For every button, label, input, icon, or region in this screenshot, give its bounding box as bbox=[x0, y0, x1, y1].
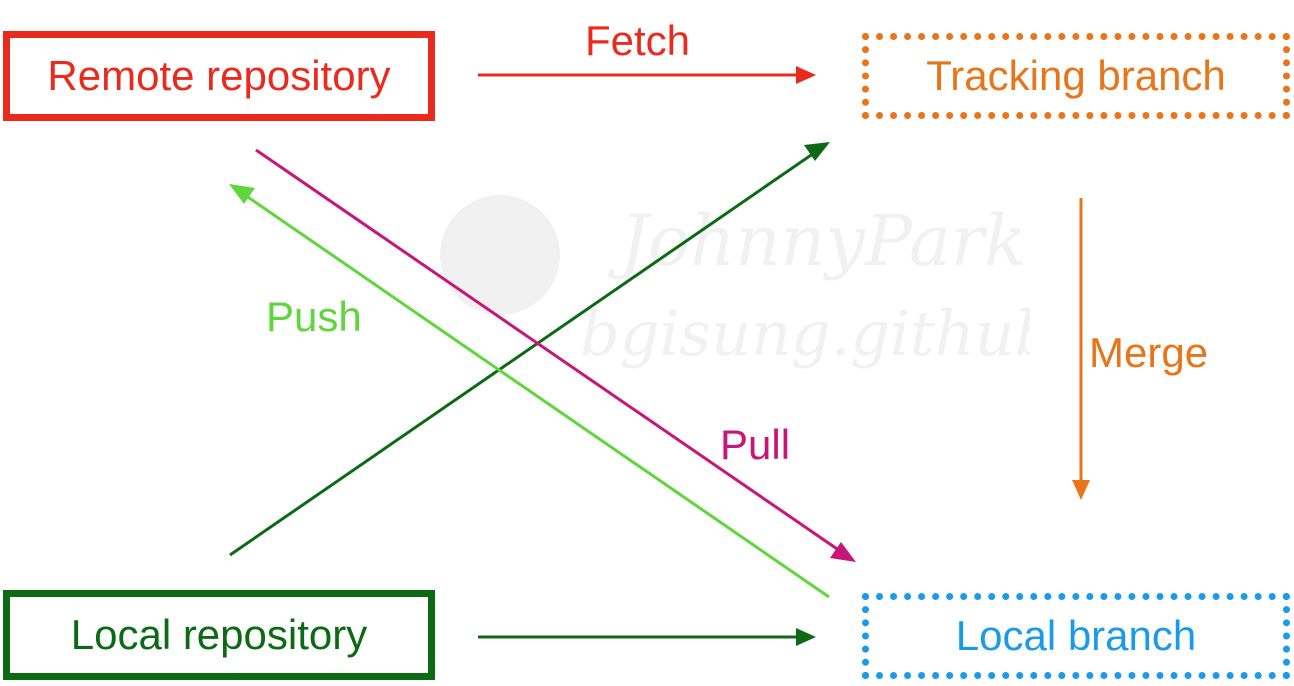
local-to-tracking-arrow bbox=[229, 149, 818, 557]
watermark: JohnnyPark bgisung.github.io bbox=[430, 185, 1131, 380]
local-repository-label: Local repository bbox=[70, 611, 368, 658]
local-to-tracking-arrowhead bbox=[804, 142, 830, 161]
local-branch-node: Local branch bbox=[862, 593, 1290, 679]
push-arrow bbox=[241, 191, 830, 599]
push-arrowhead bbox=[229, 184, 255, 204]
commit-arrowhead bbox=[796, 628, 816, 646]
watermark-graphic: JohnnyPark bgisung.github.io bbox=[440, 195, 1131, 370]
watermark-text-line1: JohnnyPark bbox=[608, 200, 1027, 282]
fetch-arrowhead bbox=[796, 66, 816, 84]
tracking-branch-label: Tracking branch bbox=[926, 52, 1226, 99]
pull-arrowhead bbox=[830, 542, 856, 562]
merge-arrowhead bbox=[1072, 480, 1090, 500]
local-repository-node: Local repository bbox=[3, 590, 435, 680]
remote-repository-label: Remote repository bbox=[47, 52, 391, 99]
pull-label: Pull bbox=[720, 421, 791, 468]
remote-repository-node: Remote repository bbox=[3, 31, 435, 121]
tracking-branch-node: Tracking branch bbox=[862, 33, 1290, 119]
watermark-logo-icon bbox=[440, 195, 560, 315]
local-branch-label: Local branch bbox=[955, 612, 1197, 659]
push-label: Push bbox=[266, 293, 362, 340]
fetch-label: Fetch bbox=[585, 17, 691, 64]
merge-label: Merge bbox=[1089, 329, 1209, 376]
pull-arrow bbox=[255, 148, 844, 555]
